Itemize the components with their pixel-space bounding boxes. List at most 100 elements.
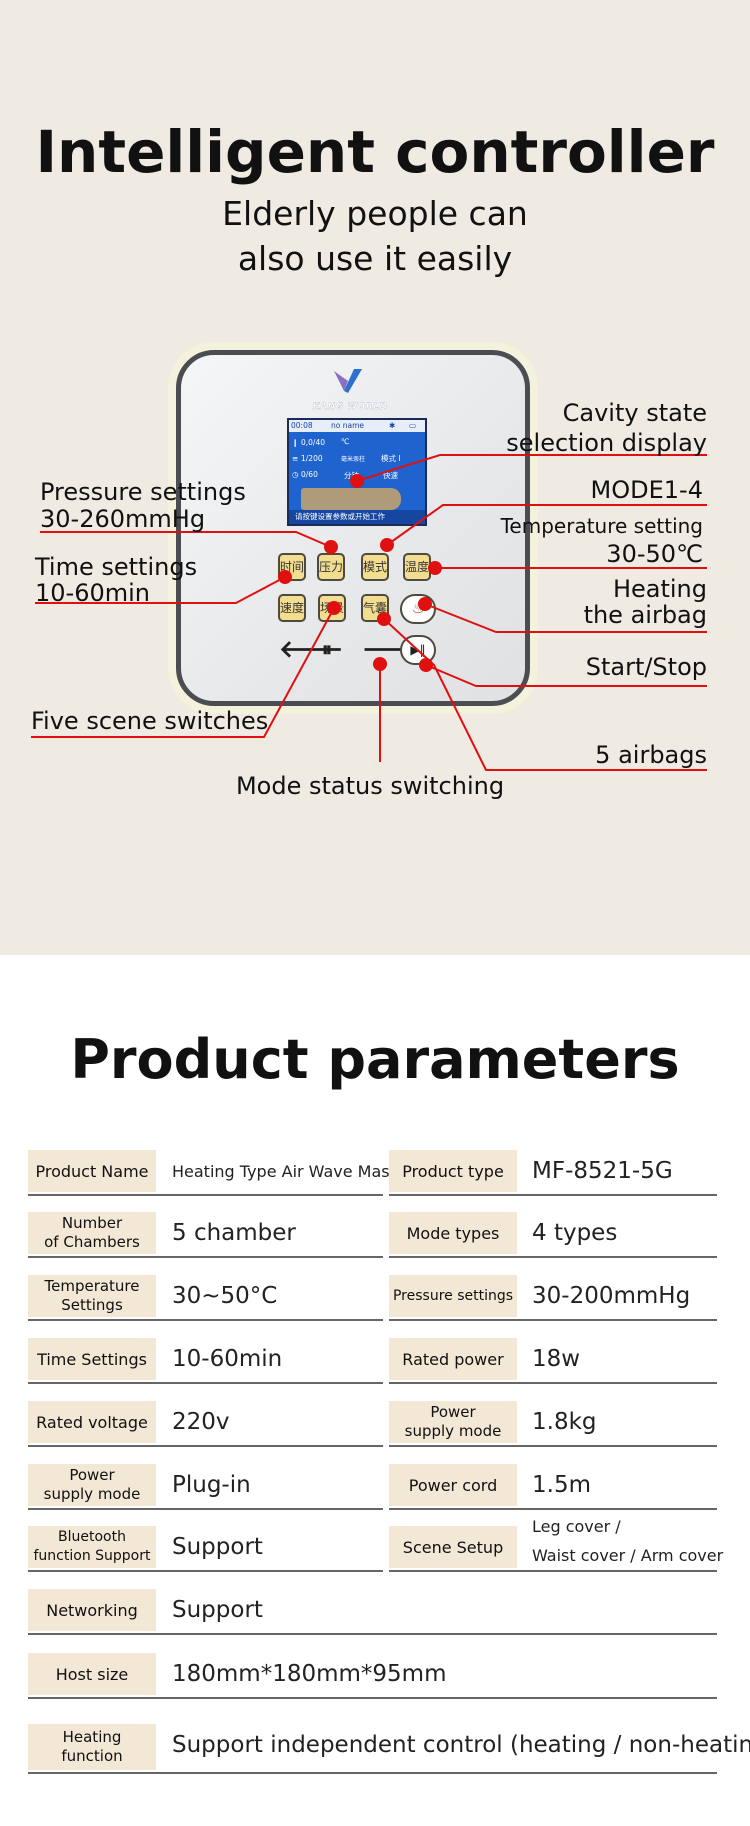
param-label: Time Settings	[28, 1338, 156, 1380]
thermometer-icon: ❙	[292, 438, 299, 447]
bluetooth-icon: ✱	[389, 421, 396, 430]
row-divider	[28, 1194, 383, 1196]
airbags-leader	[383, 618, 707, 771]
row-divider	[28, 1633, 717, 1635]
annotation-lines	[31, 454, 707, 771]
param-value: Leg cover /Waist cover / Arm cover	[532, 1517, 724, 1565]
param-value: 30-200mmHg	[532, 1283, 691, 1309]
row-divider	[28, 1319, 383, 1321]
time-label-line2: 10-60min	[35, 579, 150, 607]
row-divider	[389, 1194, 717, 1196]
screen-top-bar	[289, 420, 425, 432]
screen-row2-unit: 毫米汞柱	[341, 456, 366, 463]
cavity-leader	[356, 454, 707, 482]
temperature-dot	[428, 561, 442, 575]
screen-row1-unit: ℃	[341, 437, 350, 446]
row-divider	[389, 1508, 717, 1510]
mode-status-label: Mode status switching	[235, 772, 505, 800]
airbags-label: 5 airbags	[595, 741, 707, 769]
controller-title: Intelligent controller	[35, 118, 715, 186]
scene-dot	[327, 601, 341, 615]
param-label: Networking	[28, 1589, 156, 1631]
param-value: Support	[172, 1597, 263, 1623]
pressure-gauge-icon: ≡	[292, 454, 299, 463]
param-label: Product Name	[28, 1150, 156, 1192]
mode-status-dot	[373, 657, 387, 671]
param-label: Rated power	[389, 1338, 517, 1380]
cavity-dot	[350, 474, 364, 488]
param-label: Product type	[389, 1150, 517, 1192]
pressure-leader	[40, 531, 332, 548]
row-divider	[389, 1570, 717, 1572]
heating-button[interactable]: ♨	[400, 594, 436, 624]
timer-icon: ◷	[292, 470, 299, 479]
start-stop-dot	[419, 658, 433, 672]
row-divider	[28, 1382, 383, 1384]
row-divider	[28, 1508, 383, 1510]
param-value: Support	[172, 1534, 263, 1560]
screen-hint: 请按键设置参数或开始工作	[295, 512, 385, 521]
param-label: Mode types	[389, 1212, 517, 1254]
row-divider	[389, 1382, 717, 1384]
screen-row3-unit: 分钟	[344, 471, 359, 480]
param-value: MF-8521-5G	[532, 1158, 673, 1184]
row-divider	[28, 1772, 717, 1774]
param-label: Rated voltage	[28, 1401, 156, 1443]
row-divider	[28, 1256, 383, 1258]
heating-leader	[424, 603, 707, 633]
param-value: 30~50°C	[172, 1283, 278, 1309]
heating-dot	[418, 597, 432, 611]
controller-device-panel	[176, 350, 530, 706]
row-divider	[28, 1697, 717, 1699]
param-value: 10-60min	[172, 1346, 283, 1372]
heating-label-line2: the airbag	[583, 601, 707, 629]
param-value: Plug-in	[172, 1472, 251, 1498]
screen-row3: 0/60	[301, 470, 318, 479]
speed-key[interactable]: 速度	[278, 594, 306, 622]
heating-label-line1: Heating	[612, 575, 707, 603]
screen-row1: 0,0/40	[301, 438, 325, 447]
param-value: Heating Type Air Wave Massager	[172, 1161, 435, 1181]
param-value: 180mm*180mm*95mm	[172, 1661, 447, 1687]
screen-time: 00:08	[291, 421, 313, 430]
param-value: 1.8kg	[532, 1409, 597, 1435]
scene-leader	[31, 607, 335, 738]
mode-dot	[380, 538, 394, 552]
start-stop-label: Start/Stop	[585, 653, 707, 681]
leg-airbag-graphic	[301, 488, 401, 510]
mode-label: MODE1-4	[590, 476, 703, 504]
annotation-overlay	[31, 454, 707, 771]
airbags-dot	[377, 612, 391, 626]
row-divider	[389, 1445, 717, 1447]
temperature-key[interactable]: 温度	[403, 553, 431, 581]
mode-toggle-icon[interactable]: ⏸	[322, 637, 332, 661]
param-label: Pressure settings	[389, 1275, 517, 1317]
pressure-dot	[324, 540, 338, 554]
screen-name: no name	[331, 421, 364, 430]
mode-leader	[386, 504, 707, 546]
pressure-key[interactable]: 压力	[317, 553, 345, 581]
screen-bottom-bar	[289, 510, 425, 524]
row-divider	[28, 1570, 383, 1572]
battery-icon: ▭	[409, 421, 417, 430]
controller-subtitle-line2: also use it easily	[237, 239, 513, 278]
mode-key[interactable]: 模式	[361, 553, 389, 581]
cavity-label-line2: selection display	[506, 429, 707, 457]
param-value: 5 chamber	[172, 1220, 296, 1246]
screen-row2: 1/200	[301, 454, 323, 463]
row-divider	[389, 1319, 717, 1321]
controller-section: Intelligent controller Elderly people ca…	[0, 0, 750, 955]
temperature-label-line2: 30-50℃	[606, 540, 703, 568]
controller-subtitle-line1: Elderly people can	[222, 194, 528, 233]
param-value: Support independent control (heating / n…	[172, 1732, 750, 1758]
pressure-label-line1: Pressure settings	[40, 478, 246, 506]
start-stop-leader	[425, 664, 707, 687]
time-label-line1: Time settings	[35, 553, 198, 581]
